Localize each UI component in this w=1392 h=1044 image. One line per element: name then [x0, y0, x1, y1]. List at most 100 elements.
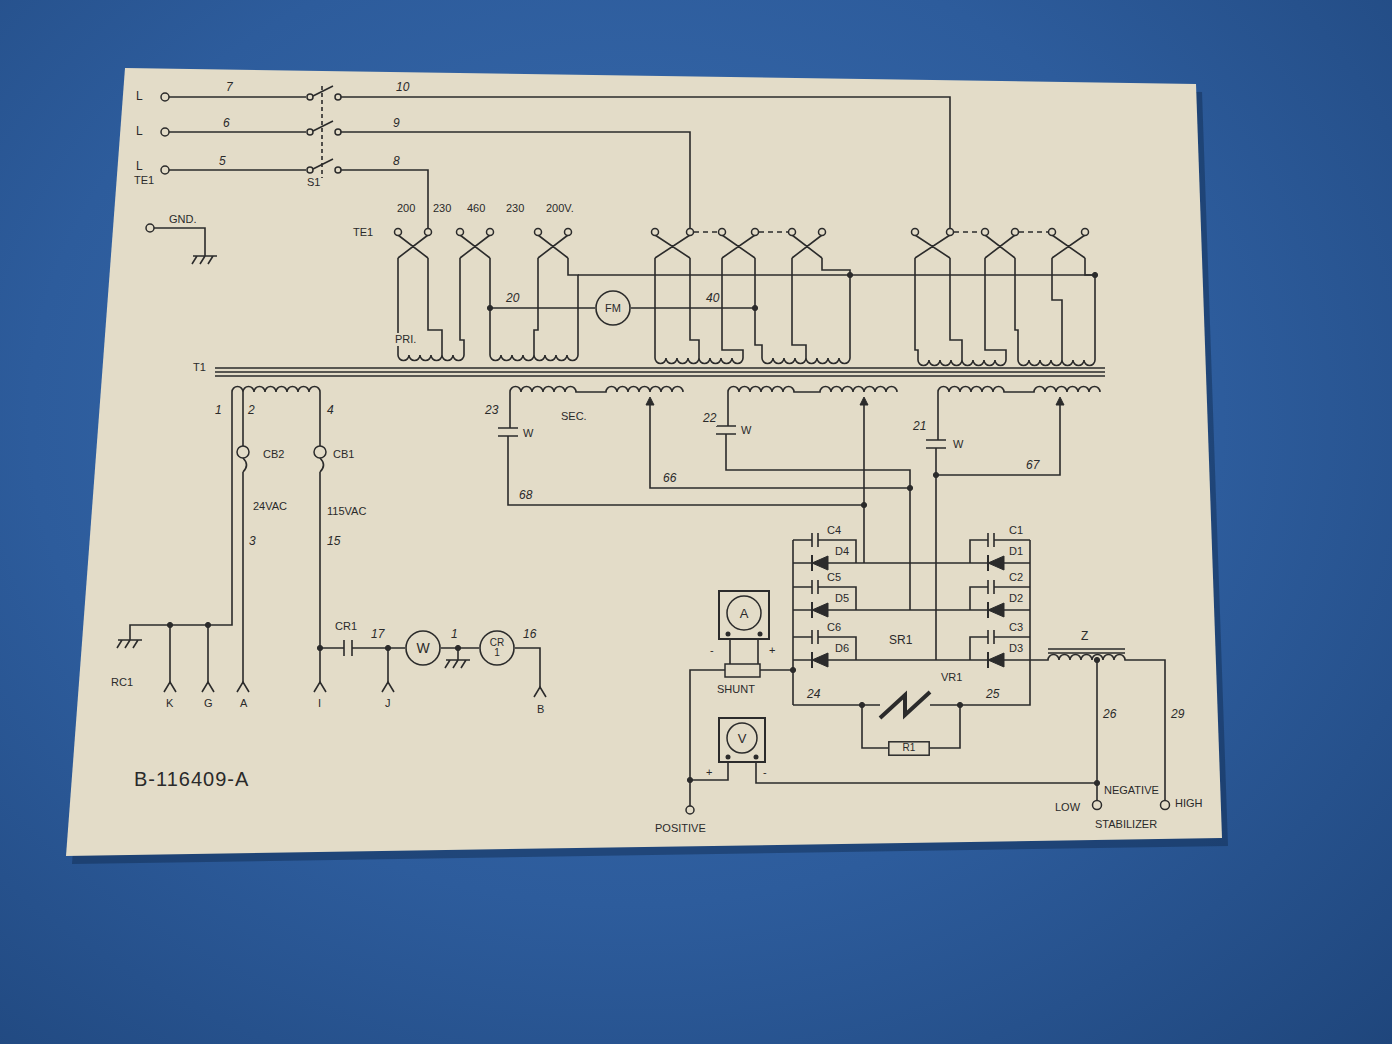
meter-case: [719, 591, 769, 639]
schematic-label: C2: [1008, 571, 1024, 584]
schematic-label: J: [384, 697, 392, 710]
meter-terminal: [726, 755, 731, 760]
symbol-circle: [406, 631, 440, 665]
schematic-label: SR1: [888, 634, 913, 648]
relay-coil-symbol: CR 1: [479, 630, 515, 666]
schematic-label: 200V.: [545, 202, 575, 215]
schematic-label: L: [135, 160, 144, 174]
node-text: R1: [903, 743, 916, 753]
schematic-label: 115VAC: [326, 505, 367, 518]
node-text: W: [416, 641, 429, 655]
diodes-and-dots: [167, 272, 1099, 785]
meter-terminal: [726, 632, 731, 637]
schematic-label: +: [768, 644, 776, 657]
schematic-label: 9: [392, 117, 401, 131]
schematic-label: 460: [466, 202, 486, 215]
schematic-label: PRI.: [394, 333, 417, 346]
schematic-label: STABILIZER: [1094, 818, 1158, 831]
schematic-label: HIGH: [1174, 797, 1204, 810]
schematic-label: D3: [1008, 642, 1024, 655]
schematic-label: C5: [826, 571, 842, 584]
schematic-label: T1: [192, 361, 207, 374]
schematic-label: CB1: [332, 448, 355, 461]
schematic-label: NEGATIVE: [1103, 784, 1160, 797]
schematic-label: 29: [1170, 708, 1185, 722]
schematic-label: C6: [826, 621, 842, 634]
schematic-label: Z: [1080, 630, 1089, 644]
schematic-label: 6: [222, 117, 231, 131]
schematic-label: 1: [214, 404, 223, 418]
schematic-label: 66: [662, 472, 677, 486]
ammeter-symbol: A: [718, 590, 770, 640]
schematic-label: 4: [326, 404, 335, 418]
schematic-label: L: [135, 90, 144, 104]
symbol-rect: [889, 741, 929, 754]
schematic-label: 22: [702, 412, 717, 426]
voltmeter-symbol: V: [718, 717, 766, 763]
schematic-label: 2: [247, 404, 256, 418]
schematic-label: I: [317, 697, 322, 710]
schematic-label: W: [952, 438, 964, 451]
schematic-label: A: [239, 697, 248, 710]
schematic-label: SEC.: [560, 410, 588, 423]
schematic-label: 230: [505, 202, 525, 215]
schematic-label: 40: [705, 292, 720, 306]
schematic-label: B: [536, 703, 545, 716]
meter-dial: [727, 723, 757, 753]
schematic-label: 20: [505, 292, 520, 306]
symbol-circle: [596, 291, 630, 325]
schematic-label: -: [762, 766, 768, 779]
schematic-label: W: [740, 424, 752, 437]
schematic-label: VR1: [940, 671, 963, 684]
schematic-label: D6: [834, 642, 850, 655]
schematic-label: LOW: [1054, 801, 1081, 814]
meter-dial: [727, 596, 761, 630]
schematic-label: 5: [218, 155, 227, 169]
schematic-label: -: [709, 644, 715, 657]
node-text: V: [738, 732, 747, 745]
schematic-label: C4: [826, 524, 842, 537]
schematic-label: 25: [985, 688, 1000, 702]
schematic-label: 24VAC: [252, 500, 288, 513]
meter-terminal: [758, 632, 763, 637]
schematic-label: GND.: [168, 213, 198, 226]
symbol-circle: [480, 631, 514, 665]
schematic-label: D1: [1008, 545, 1024, 558]
schematic-label: 200: [396, 202, 416, 215]
schematic-label: G: [203, 697, 214, 710]
node-text: CR 1: [489, 638, 505, 658]
fan-motor-symbol: FM: [595, 290, 631, 326]
schematic-label: 26: [1102, 708, 1117, 722]
schematic-label: +: [705, 766, 713, 779]
schematic-label: 17: [370, 628, 385, 642]
schematic-label: CB2: [262, 448, 285, 461]
resistor-symbol: R1: [888, 741, 930, 756]
wiring: [130, 86, 1165, 806]
terminals: [146, 93, 1170, 814]
schematic-label: TE1: [133, 174, 155, 187]
meter-case: [719, 718, 765, 762]
schematic-label: TE1: [352, 226, 374, 239]
node-text: FM: [605, 303, 621, 314]
schematic-label: CR1: [334, 620, 358, 633]
schematic-label: RC1: [110, 676, 134, 689]
schematic-label: K: [165, 697, 174, 710]
schematic-label: 24: [806, 688, 821, 702]
schematic-label: D5: [834, 592, 850, 605]
schematic-label: SHUNT: [716, 683, 756, 696]
schematic-label: 67: [1025, 459, 1040, 473]
schematic-label: 7: [225, 81, 234, 95]
wire-connector: [441, 647, 479, 649]
schematic-label: 10: [395, 81, 410, 95]
schematic-label: 3: [248, 535, 257, 549]
schematic-label: POSITIVE: [654, 822, 707, 835]
schematic-label: S1: [306, 176, 321, 189]
ground-symbols: [117, 256, 470, 668]
schematic-label: 16: [522, 628, 537, 642]
schematic-label: 230: [432, 202, 452, 215]
schematic-label: 23: [484, 404, 499, 418]
schematic-label: L: [135, 125, 144, 139]
node-text: A: [740, 607, 749, 620]
